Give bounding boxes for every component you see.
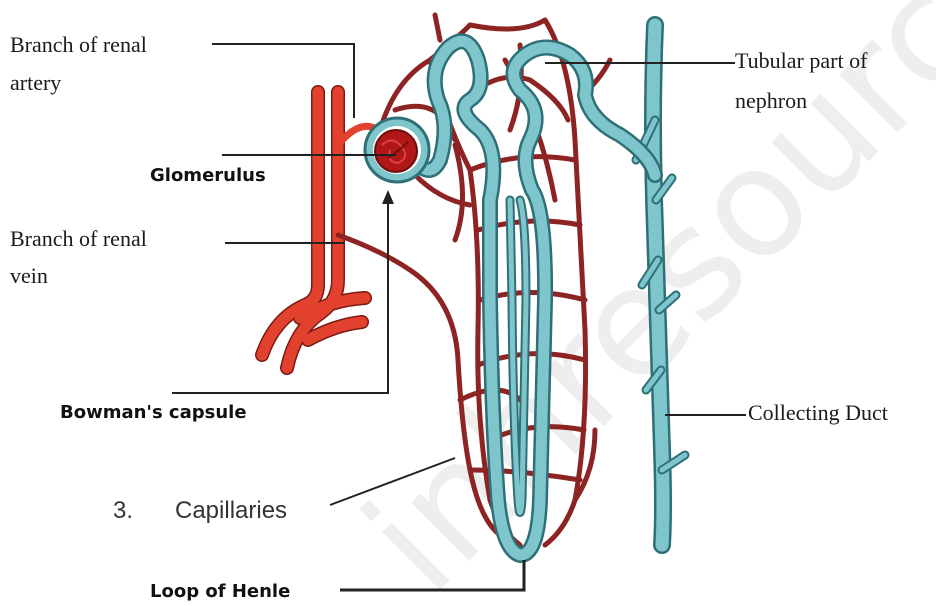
label-tubular-2: nephron — [735, 88, 807, 113]
label-renal-vein-1: Branch of renal — [10, 226, 147, 251]
renal-vessels — [262, 92, 378, 368]
watermark: inhresource — [332, 0, 936, 606]
label-loop-of-henle: Loop of Henle — [150, 581, 290, 602]
bowmans-arrowhead — [382, 190, 394, 204]
label-renal-vein-2: vein — [10, 263, 48, 288]
label-renal-artery-2: artery — [10, 70, 61, 95]
label-glomerulus: Glomerulus — [150, 165, 266, 186]
label-tubular-1: Tubular part of — [735, 48, 868, 73]
label-collecting-duct: Collecting Duct — [748, 400, 888, 425]
label-capillaries: Capillaries — [175, 497, 287, 524]
glomerulus-shape — [375, 130, 417, 172]
label-renal-artery-1: Branch of renal — [10, 32, 147, 57]
label-capillaries-number: 3. — [113, 497, 133, 524]
label-bowmans-capsule: Bowman's capsule — [60, 402, 247, 423]
